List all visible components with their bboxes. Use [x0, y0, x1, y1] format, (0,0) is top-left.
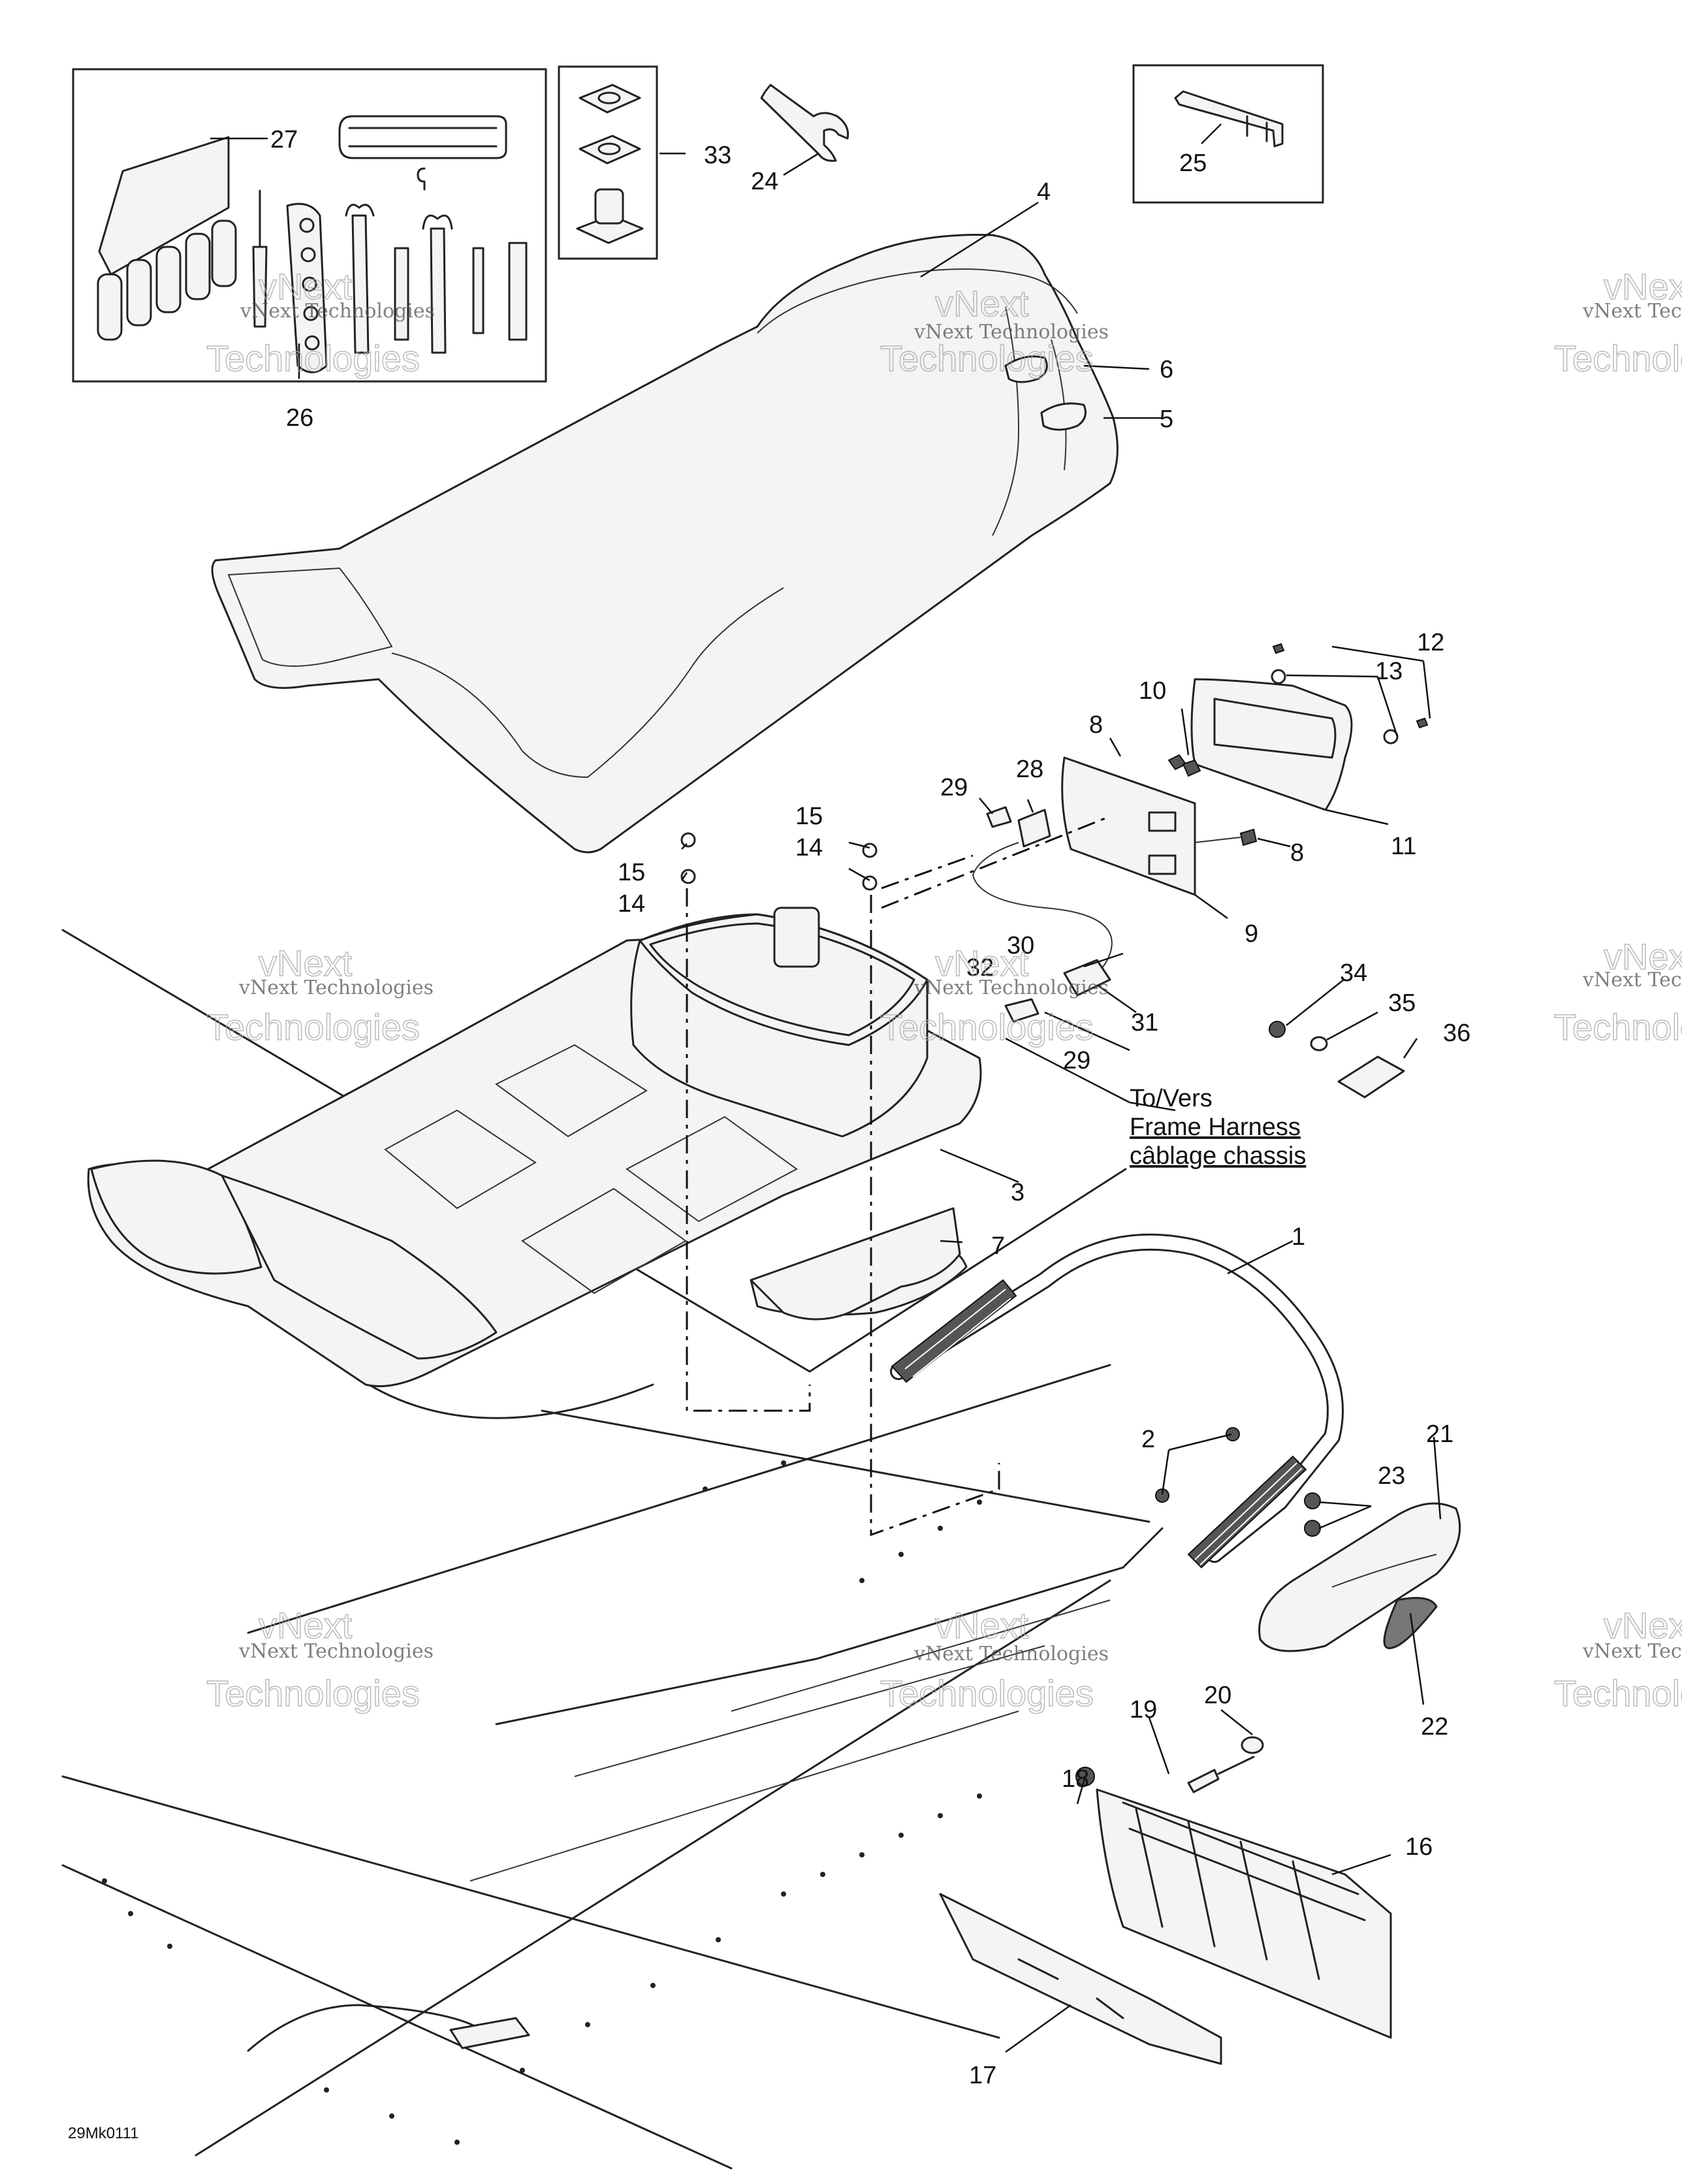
- callout-33: 33: [704, 142, 731, 169]
- grab-handle: [890, 1233, 1344, 1569]
- watermark-text: vNext Technologies: [240, 300, 435, 323]
- callout-29a: 29: [940, 774, 968, 801]
- callout-19: 19: [1130, 1696, 1157, 1724]
- relay-and-wiring: [972, 806, 1176, 1112]
- callout-26: 26: [286, 404, 313, 432]
- callout-6: 6: [1160, 356, 1173, 383]
- callout-14b: 14: [618, 890, 645, 918]
- watermark-big: Technologies: [880, 338, 1094, 379]
- callout-12: 12: [1417, 629, 1444, 656]
- frame-harness-note: To/Vers Frame Harness câblage chassis: [1130, 1085, 1306, 1170]
- callout-15a: 15: [795, 803, 823, 830]
- note-line-1: To/Vers: [1130, 1085, 1213, 1112]
- watermark-big: Technologies: [880, 1673, 1094, 1714]
- assembly-lines: [686, 815, 1111, 1537]
- rivet-and-washer: [1187, 1736, 1264, 1793]
- callout-21: 21: [1426, 1421, 1453, 1448]
- tool-kit-box: [72, 68, 547, 383]
- watermark-text: vNext Technologies: [1582, 1640, 1682, 1663]
- callout-20: 20: [1204, 1682, 1231, 1709]
- callout-32: 32: [966, 954, 994, 982]
- callout-35: 35: [1388, 989, 1416, 1017]
- tool-pouch-rolls: [97, 219, 237, 341]
- spanner-wrench: [760, 84, 849, 162]
- seat: [211, 234, 1119, 854]
- callout-labels: 27 26 33 24 25 4 6 5 12 13 10 8 28 29 15…: [270, 126, 1470, 2089]
- figure-code: 29Mk0111: [68, 2125, 139, 2142]
- callout-14a: 14: [795, 834, 823, 861]
- callout-25: 25: [1179, 150, 1207, 177]
- small-hardware: [680, 643, 1429, 1786]
- tail-light-assembly: [1061, 678, 1353, 896]
- rack-sub-plate: [750, 1207, 961, 1321]
- snow-flap-assembly: [939, 1788, 1392, 2065]
- watermark-text: vNext Technologies: [238, 1640, 434, 1663]
- watermark-big: Technologies: [1554, 338, 1682, 379]
- callout-1: 1: [1292, 1223, 1305, 1251]
- callout-36: 36: [1443, 1020, 1470, 1047]
- watermark-big: Technologies: [206, 338, 420, 379]
- watermark-text: vNext Technologies: [1582, 300, 1682, 323]
- callout-9: 9: [1245, 920, 1258, 948]
- callout-18: 18: [1062, 1765, 1089, 1793]
- callout-24: 24: [751, 168, 778, 195]
- watermark-big: vNext: [259, 942, 353, 984]
- watermark-big: vNext: [259, 266, 353, 307]
- watermark-big: Technologies: [880, 1006, 1094, 1048]
- watermark-big: vNext: [935, 942, 1029, 984]
- belt-kit-box: [558, 65, 658, 260]
- callout-22: 22: [1421, 1713, 1448, 1741]
- watermark-big: Technologies: [1554, 1673, 1682, 1714]
- tunnel-rivets: [102, 1460, 982, 2145]
- callout-3: 3: [1011, 1179, 1024, 1206]
- callout-16: 16: [1405, 1833, 1433, 1861]
- callout-8b: 8: [1290, 839, 1304, 867]
- watermark-big: vNext: [1604, 1605, 1682, 1646]
- callout-15b: 15: [618, 859, 645, 886]
- watermark-big: vNext: [1604, 266, 1682, 307]
- watermark-text: vNext Technologies: [913, 976, 1109, 999]
- note-line-2: Frame Harness: [1130, 1114, 1301, 1141]
- leader-lines: [210, 123, 1442, 2053]
- note-line-3: câblage chassis: [1130, 1142, 1306, 1170]
- watermark-big: vNext: [259, 1605, 353, 1646]
- watermark-text: vNext Technologies: [913, 321, 1109, 344]
- callout-29b: 29: [1063, 1047, 1090, 1074]
- callout-27: 27: [270, 126, 298, 153]
- callout-34: 34: [1340, 959, 1367, 987]
- watermark-big: vNext: [935, 283, 1029, 324]
- callout-8a: 8: [1089, 711, 1103, 739]
- bumper-end-cap: [1258, 1502, 1461, 1652]
- watermark-big: vNext: [1604, 936, 1682, 977]
- callout-10: 10: [1139, 677, 1166, 705]
- watermark-big: Technologies: [206, 1673, 420, 1714]
- bracket-box: [1132, 64, 1324, 204]
- watermark-big: vNext: [935, 1605, 1029, 1646]
- callout-7: 7: [991, 1232, 1005, 1260]
- callout-31: 31: [1131, 1009, 1158, 1036]
- callout-2: 2: [1141, 1426, 1155, 1453]
- watermark-text: vNext Technologies: [238, 976, 434, 999]
- callout-5: 5: [1160, 406, 1173, 433]
- callout-11: 11: [1391, 833, 1416, 860]
- watermark-text: vNext Technologies: [913, 1643, 1109, 1665]
- callout-30: 30: [1007, 932, 1034, 959]
- watermark-big: Technologies: [1554, 1006, 1682, 1048]
- callout-28: 28: [1016, 756, 1043, 783]
- callout-17: 17: [969, 2062, 996, 2089]
- watermark-text: vNext Technologies: [1582, 969, 1682, 991]
- watermarks: vNext Technologies vNext Technologies vN…: [206, 265, 1682, 1714]
- callout-4: 4: [1037, 178, 1051, 206]
- callout-23: 23: [1378, 1462, 1405, 1490]
- callout-13: 13: [1375, 658, 1403, 685]
- storage-bag: [630, 907, 928, 1138]
- watermark-big: Technologies: [206, 1006, 420, 1048]
